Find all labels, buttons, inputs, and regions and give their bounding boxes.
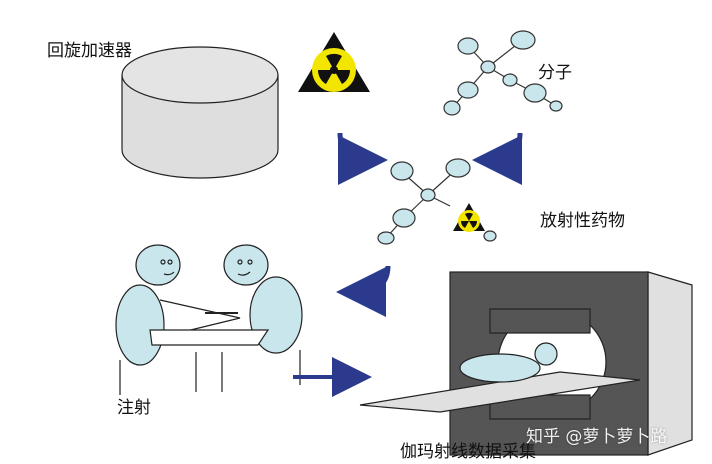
molecule-icon	[443, 30, 563, 116]
label-molecule: 分子	[538, 63, 572, 83]
cyclotron-illustration	[121, 46, 279, 179]
radiopharmaceutical-molecule	[377, 158, 497, 245]
small-radiation-icon	[453, 203, 485, 232]
arrow-right-curve	[472, 132, 523, 185]
label-gamma-camera: 伽玛射线数据采集	[400, 442, 536, 462]
label-cyclotron: 回旋加速器	[47, 41, 132, 61]
radiation-icon	[298, 32, 370, 92]
label-radiopharmaceutical: 放射性药物	[540, 211, 625, 231]
arrow-left-curve	[337, 132, 388, 185]
injection-illustration	[115, 244, 303, 395]
arrow-to-injection	[336, 265, 391, 317]
label-injection: 注射	[117, 398, 151, 418]
watermark: 知乎 @萝卜萝卜路	[526, 427, 668, 447]
pet-scanner-illustration	[359, 271, 693, 456]
